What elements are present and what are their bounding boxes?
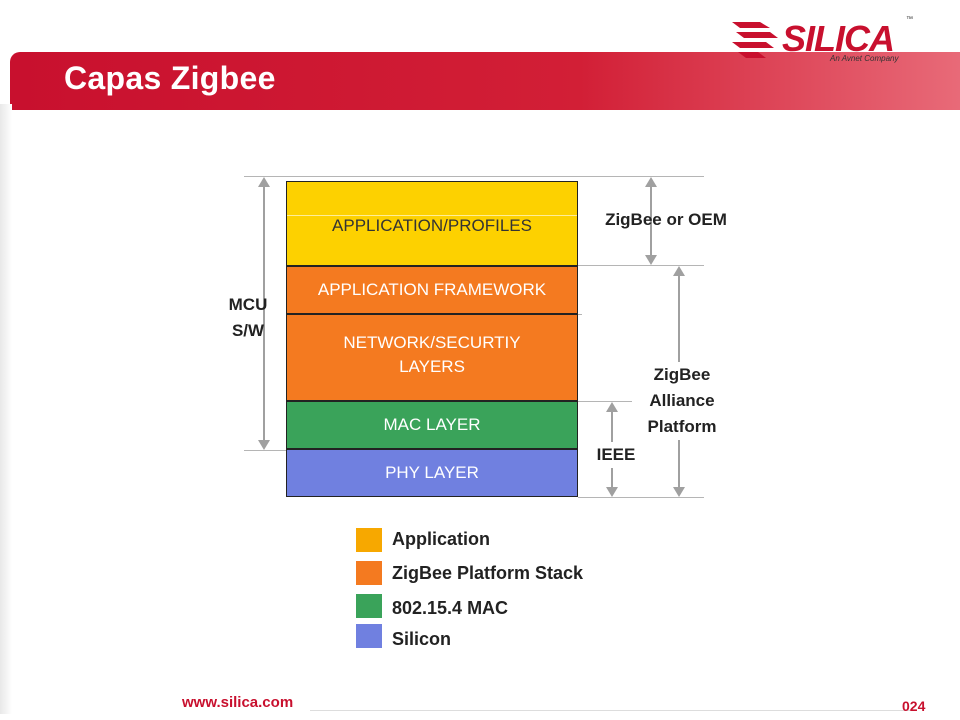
legend-label-silicon: Silicon (392, 629, 452, 649)
legend-label-application: Application (392, 529, 490, 549)
alliance-arrow-up-icon (673, 266, 685, 276)
legend-label-mac: 802.15.4 MAC (392, 598, 509, 618)
guide-line-bottom-left (244, 450, 286, 451)
ieee-arrow-down-icon (606, 487, 618, 497)
guide-line-mac (578, 401, 638, 402)
silica-logo: SILICA ™ An Avnet Company (730, 12, 920, 64)
footer-divider (310, 710, 910, 711)
layer-mac: MAC LAYER (286, 401, 578, 449)
legend-swatch-platform-stack (356, 561, 382, 585)
legend-swatch-application (356, 528, 382, 552)
title-bar (10, 52, 960, 110)
slide-title: Capas Zigbee (64, 60, 276, 96)
logo-wordmark: SILICA (782, 18, 895, 59)
zigbee-oem-label: ZigBee or OEM (605, 210, 727, 229)
alliance-arrow-down-icon (673, 487, 685, 497)
guide-line-framework (578, 265, 704, 266)
guide-line-network (578, 314, 582, 315)
footer-url: www.silica.com (182, 694, 294, 711)
layer-label: MAC LAYER (383, 415, 481, 435)
oem-arrow-down-icon (645, 255, 657, 265)
layer-application-profiles: APPLICATION/PROFILES (286, 181, 578, 266)
logo-tagline: An Avnet Company (830, 54, 899, 63)
left-shadow (0, 104, 12, 714)
logo-arrow-icon (732, 22, 778, 58)
legend-label-platform-stack: ZigBee Platform Stack (392, 563, 584, 583)
layer-network-security: NETWORK/SECURTIY LAYERS (286, 314, 578, 401)
ieee-arrow-up-icon (606, 402, 618, 412)
alliance-label: ZigBee Alliance Platform (632, 362, 732, 440)
logo-trademark: ™ (906, 16, 913, 23)
layer-label: APPLICATION/PROFILES (332, 215, 532, 235)
guide-line-top (244, 176, 704, 177)
mcu-sw-label: MCU S/W (228, 295, 268, 340)
layer-label: PHY LAYER (385, 463, 479, 483)
mcu-bracket-line (263, 186, 265, 440)
ieee-label: IEEE (588, 442, 644, 468)
legend-swatch-mac (356, 594, 382, 618)
layer-label: NETWORK/SECURTIY LAYERS (343, 332, 521, 376)
oem-arrow-up-icon (645, 177, 657, 187)
layer-phy: PHY LAYER (286, 449, 578, 497)
layer-label: APPLICATION FRAMEWORK (317, 280, 547, 300)
guide-line-bottom-right (578, 497, 704, 498)
page-number: 024 (902, 698, 926, 714)
mcu-arrow-up-icon (258, 177, 270, 187)
oem-bracket-line (650, 186, 652, 256)
layer-application-framework: APPLICATION FRAMEWORK (286, 266, 578, 314)
mcu-arrow-down-icon (258, 440, 270, 450)
legend-swatch-silicon (356, 624, 382, 648)
